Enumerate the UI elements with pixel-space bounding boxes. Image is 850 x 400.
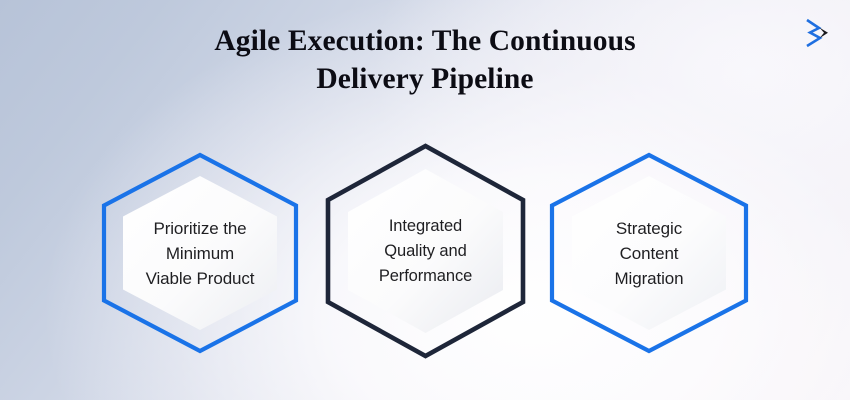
hexagon-inner-fill-1	[123, 176, 277, 330]
hexagon-card-prioritize-mvp[interactable]: Prioritize the Minimum Viable Product	[100, 152, 300, 354]
hexagon-outline-2	[325, 143, 526, 359]
hexagon-card-strategic-migration[interactable]: Strategic Content Migration	[548, 152, 750, 354]
hexagon-outline-3	[549, 152, 749, 354]
hexagon-inner-fill-2	[348, 169, 503, 333]
hexagon-shape-2	[325, 143, 526, 359]
hexagon-card-integrated-quality[interactable]: Integrated Quality and Performance	[323, 143, 528, 359]
lightning-bolt-icon	[806, 18, 823, 48]
hexagon-shape-1	[101, 152, 299, 354]
hexagon-inner-fill-3	[572, 176, 726, 330]
hexagon-outline-1	[101, 152, 299, 354]
hexagon-shape-3	[549, 152, 749, 354]
chevron-right-icon	[819, 27, 828, 39]
brand-logo-icon	[806, 18, 828, 48]
brand-logo[interactable]	[798, 16, 832, 50]
